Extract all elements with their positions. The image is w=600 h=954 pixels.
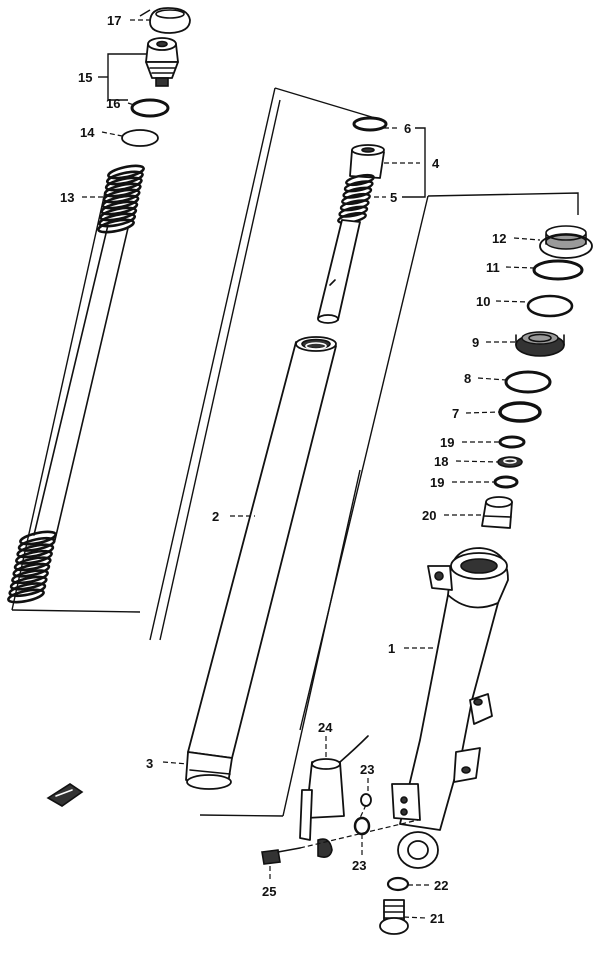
spring-coil bbox=[100, 200, 139, 216]
ring-11 bbox=[532, 259, 584, 281]
cap-bolt-15 bbox=[145, 37, 179, 87]
slide-bushing-3 bbox=[185, 751, 233, 790]
label-1: 1 bbox=[388, 641, 395, 656]
spring-coil bbox=[13, 556, 52, 572]
spring-coil bbox=[339, 199, 370, 212]
frame-left-spring-assembly bbox=[11, 9, 151, 613]
washer-8 bbox=[504, 370, 552, 394]
label-19a: 19 bbox=[440, 435, 454, 450]
bracket-15-16 bbox=[98, 53, 148, 101]
label-14: 14 bbox=[80, 125, 95, 140]
bolt-21 bbox=[379, 899, 409, 935]
label-3: 3 bbox=[146, 756, 153, 771]
spring-coil bbox=[7, 588, 45, 604]
spring-coil bbox=[8, 582, 47, 598]
spring-coil bbox=[19, 530, 57, 546]
label-20: 20 bbox=[422, 508, 436, 523]
washer-19b bbox=[493, 475, 519, 489]
front-arrow-icon bbox=[46, 783, 84, 807]
spring-coil bbox=[99, 206, 138, 222]
frame-right-outer-tube bbox=[299, 192, 579, 731]
bracket-4-5-6 bbox=[402, 127, 426, 198]
label-22: 22 bbox=[434, 878, 448, 893]
label-19b: 19 bbox=[430, 475, 444, 490]
label-13: 13 bbox=[60, 190, 74, 205]
spring-coil bbox=[103, 182, 142, 198]
washer-19a bbox=[498, 435, 526, 449]
spring-coil bbox=[343, 180, 374, 193]
part-23a bbox=[360, 793, 372, 807]
spring-coil bbox=[341, 192, 371, 206]
damper-rod-4-5 bbox=[317, 116, 388, 324]
washer-18 bbox=[497, 456, 523, 468]
cap-17 bbox=[149, 7, 191, 34]
label-17: 17 bbox=[107, 13, 121, 28]
label-25: 25 bbox=[262, 884, 276, 899]
spring-coil bbox=[107, 164, 145, 180]
ring-10 bbox=[526, 294, 574, 318]
label-21: 21 bbox=[430, 911, 444, 926]
spacer-14 bbox=[121, 129, 159, 147]
label-10: 10 bbox=[476, 294, 490, 309]
label-9: 9 bbox=[472, 335, 479, 350]
label-8: 8 bbox=[464, 371, 471, 386]
spring-coil bbox=[102, 188, 141, 204]
bolt-25 bbox=[261, 847, 301, 865]
washer-7 bbox=[498, 401, 542, 423]
inner-tube-2 bbox=[187, 336, 337, 759]
leader-lines bbox=[82, 19, 541, 919]
spring-coil bbox=[15, 549, 53, 565]
label-24: 24 bbox=[318, 720, 333, 735]
label-6: 6 bbox=[404, 121, 411, 136]
label-23b: 23 bbox=[352, 858, 366, 873]
spring-coil bbox=[16, 543, 55, 559]
spring-coil bbox=[97, 218, 135, 234]
label-23a: 23 bbox=[360, 762, 374, 777]
o-ring-16 bbox=[130, 98, 170, 118]
spring-coil bbox=[12, 562, 51, 578]
label-7: 7 bbox=[452, 406, 459, 421]
part-24 bbox=[299, 735, 369, 858]
washer-22 bbox=[386, 876, 410, 892]
label-16: 16 bbox=[106, 96, 120, 111]
spring-coil bbox=[345, 173, 375, 187]
spring-coil bbox=[105, 170, 144, 186]
label-4: 4 bbox=[432, 156, 440, 171]
spring-coil bbox=[338, 205, 369, 218]
label-18: 18 bbox=[434, 454, 448, 469]
spring-coil bbox=[11, 569, 49, 585]
oil-seal-9 bbox=[515, 331, 565, 357]
label-15: 15 bbox=[78, 70, 92, 85]
outer-tube-1 bbox=[391, 547, 509, 869]
part-labels: 17 15 16 14 13 6 4 5 2 3 1 12 11 10 9 8 … bbox=[60, 13, 506, 926]
label-11: 11 bbox=[486, 260, 500, 275]
spring-coil bbox=[101, 194, 140, 210]
cylinder-base-20 bbox=[481, 496, 513, 529]
spring-coil bbox=[9, 575, 48, 591]
spring-coil bbox=[342, 186, 373, 199]
label-12: 12 bbox=[492, 231, 506, 246]
spring-coil bbox=[17, 536, 56, 552]
fork-spring-13 bbox=[7, 164, 145, 604]
spring-coil bbox=[98, 212, 137, 228]
frame-center-inner-tube bbox=[149, 87, 376, 817]
spring-coil bbox=[104, 176, 143, 192]
label-5: 5 bbox=[390, 190, 397, 205]
seal-12 bbox=[539, 225, 593, 259]
label-2: 2 bbox=[212, 509, 219, 524]
